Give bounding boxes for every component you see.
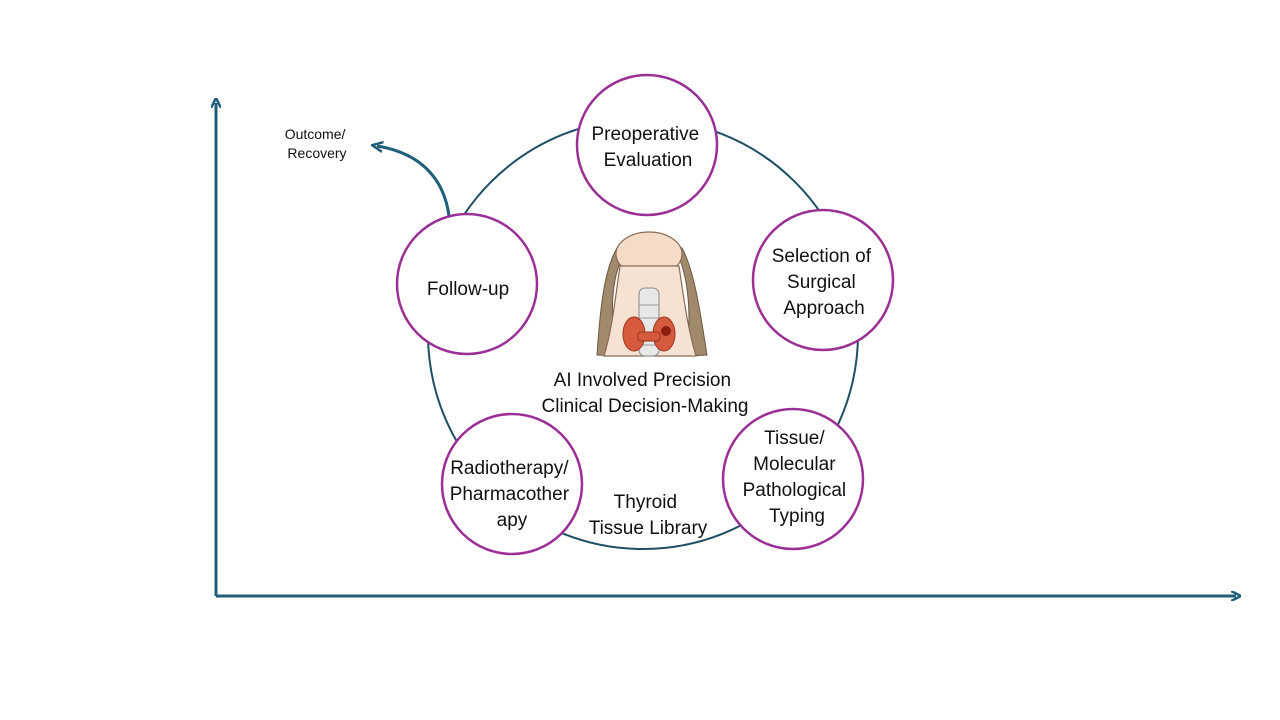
tissue-library-line-2: Tissue Library bbox=[589, 518, 708, 539]
center-label-line-2: Clinical Decision-Making bbox=[542, 396, 749, 417]
node-preoperative-evaluation: Preoperative Evaluation bbox=[575, 73, 719, 217]
thyroid-illustration bbox=[596, 231, 708, 357]
node-pathological-typing: Tissue/ Molecular Pathological Typing bbox=[721, 407, 865, 551]
node-label: Selection of Surgical Approach bbox=[772, 246, 877, 319]
tissue-library-line-1: Thyroid bbox=[614, 492, 677, 513]
node-label: Follow-up bbox=[427, 279, 509, 300]
node-circle bbox=[751, 208, 895, 352]
node-radiotherapy: Radiotherapy/ Pharmacother apy bbox=[440, 412, 584, 556]
hair-shape-right bbox=[679, 246, 708, 357]
outcome-label-line-1: Outcome/ bbox=[285, 126, 346, 142]
outcome-arrow bbox=[377, 146, 451, 217]
node-label: Tissue/ Molecular Pathological Typing bbox=[743, 428, 852, 527]
node-circle bbox=[440, 412, 584, 556]
node-surgical-approach: Selection of Surgical Approach bbox=[751, 208, 895, 352]
thyroid-isthmus bbox=[637, 331, 661, 342]
tissue-library-label: Thyroid Tissue Library bbox=[589, 492, 708, 539]
node-label: Preoperative Evaluation bbox=[591, 124, 704, 171]
outcome-label: Outcome/ Recovery bbox=[285, 126, 350, 161]
outcome-label-line-2: Recovery bbox=[287, 145, 346, 161]
node-circle bbox=[721, 407, 865, 551]
center-label: AI Involved Precision Clinical Decision-… bbox=[542, 370, 749, 417]
node-circle bbox=[395, 212, 539, 356]
center-label-line-1: AI Involved Precision bbox=[554, 370, 731, 391]
node-label: Radiotherapy/ Pharmacother apy bbox=[450, 458, 575, 531]
node-circle bbox=[575, 73, 719, 217]
node-follow-up: Follow-up bbox=[395, 212, 539, 356]
